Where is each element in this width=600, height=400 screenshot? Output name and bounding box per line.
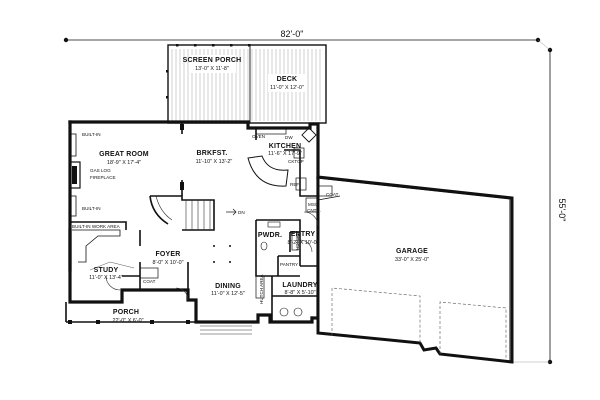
depth-dimension-label: 55'-0" bbox=[557, 199, 567, 222]
built-in-label-bottom: BUILT-IN bbox=[82, 206, 101, 211]
bench-label: BENCH bbox=[295, 234, 300, 250]
study-size: 11'-0" X 13'-4" bbox=[89, 275, 123, 281]
kitchen-name: KITCHEN bbox=[269, 143, 302, 150]
dw-label: DW bbox=[285, 135, 293, 140]
depth-dimension-line bbox=[547, 47, 553, 365]
great-room-name: GREAT ROOM bbox=[99, 151, 149, 158]
great-room-size: 18'-9" X 17'-4" bbox=[107, 160, 141, 166]
porch-name: PORCH bbox=[113, 309, 139, 316]
gas-log-label: GAS LOG bbox=[90, 168, 111, 173]
dining-size: 11'-0" X 12'-5" bbox=[211, 291, 245, 297]
cktop-label: CKTOP bbox=[288, 159, 304, 164]
deck-size: 11'-0" X 12'-0" bbox=[270, 85, 304, 91]
kitchen-size: 11'-6" X 17'-9" bbox=[268, 151, 302, 157]
foyer-coat-label: COAT bbox=[143, 279, 156, 284]
fixtures bbox=[65, 124, 333, 335]
ref-label: REF bbox=[290, 182, 299, 187]
width-dimension-label: 82'-0" bbox=[281, 29, 304, 39]
garage-size: 33'-0" X 25'-0" bbox=[395, 257, 429, 263]
entry-size: 8'-2" X 10'-0" bbox=[287, 240, 318, 246]
dining-name: DINING bbox=[215, 283, 241, 290]
laundry-name: LAUNDRY bbox=[282, 282, 317, 289]
fireplace-label: FIREPLACE bbox=[90, 175, 116, 180]
screen-porch-name: SCREEN PORCH bbox=[183, 57, 242, 64]
garage-name: GARAGE bbox=[396, 248, 428, 255]
built-in-label-top: BUILT-IN bbox=[82, 132, 101, 137]
msg-center-label-1: MSG. bbox=[308, 202, 320, 207]
entry-name: ENTRY bbox=[291, 231, 316, 238]
foyer-name: FOYER bbox=[155, 251, 180, 258]
deck-name: DECK bbox=[277, 76, 298, 83]
porch-size: 22'-0" X 6'-0" bbox=[112, 318, 143, 324]
laundry-size: 8'-8" X 5'-10" bbox=[284, 290, 315, 296]
garage-walls bbox=[316, 175, 514, 364]
built-in-work-area-label: BUILT-IN WORK AREA bbox=[72, 224, 121, 229]
hutch-area-label: HUTCH AREA bbox=[259, 273, 264, 304]
entry-coat-label: COAT bbox=[326, 192, 339, 197]
msg-center-label-2: CNTR. bbox=[307, 208, 321, 213]
stair-down-label: DN bbox=[238, 210, 245, 215]
foyer-size: 8'-0" X 10'-0" bbox=[152, 260, 183, 266]
pwdr-name: PWDR. bbox=[258, 232, 282, 239]
brkfst-name: BRKFST. bbox=[197, 150, 228, 157]
study-name: STUDY bbox=[94, 267, 119, 274]
pantry-label: PANTRY bbox=[280, 262, 298, 267]
screen-porch-size: 13'-0" X 11'-8" bbox=[195, 66, 229, 72]
oven-label: OVEN bbox=[252, 134, 265, 139]
brkfst-size: 11'-10" X 13'-2" bbox=[196, 159, 233, 165]
